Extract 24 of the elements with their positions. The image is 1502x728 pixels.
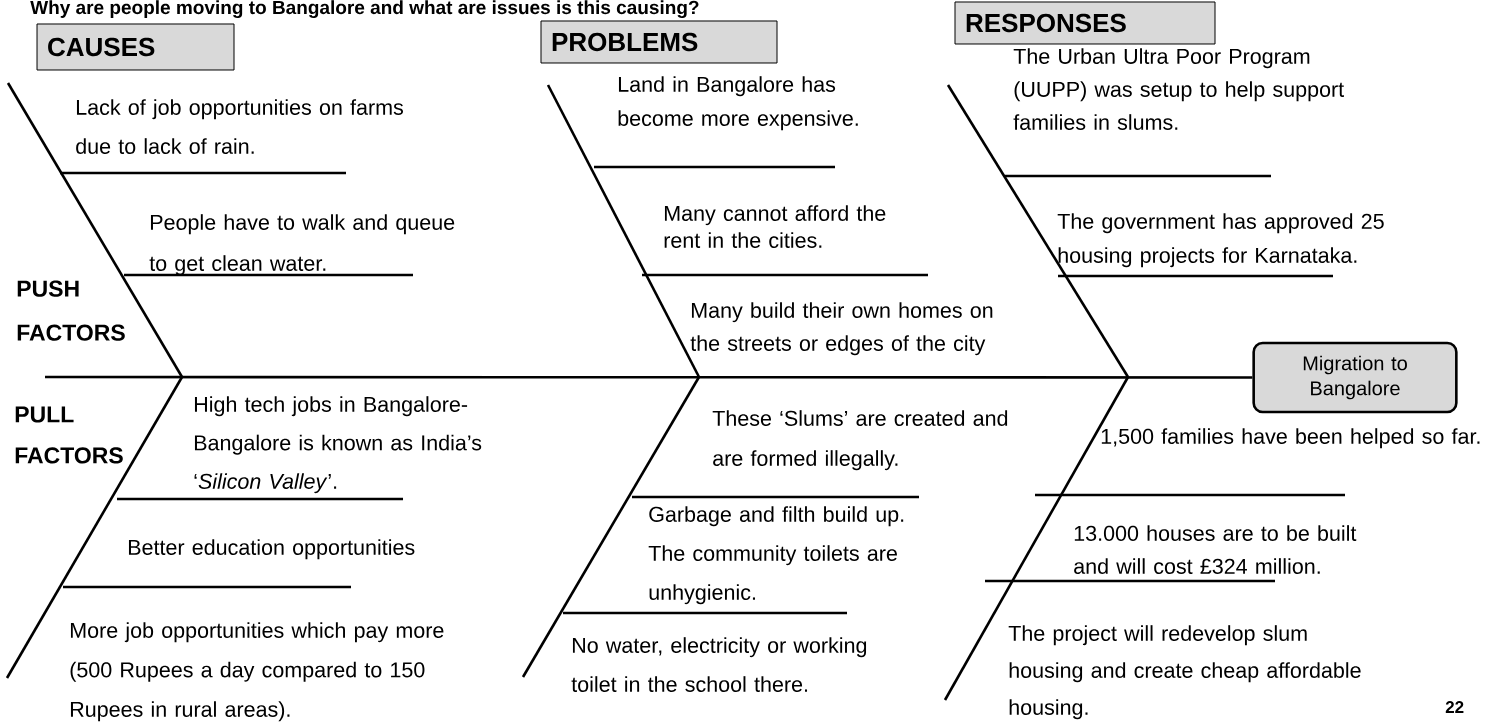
header-box: RESPONSES — [954, 1, 1216, 45]
title: Why are people moving to Bangalore and what are issues is this causing? — [30, 0, 699, 18]
bone-text: These ‘Slums’ are created and are formed illegally. — [712, 410, 1008, 471]
header-box: CAUSES — [36, 23, 235, 71]
bone-text: More job opportunities which pay more (500 Rupees a day compared to 150 Rupees in rural areas). — [70, 622, 444, 722]
side-label: PULL FACTORS — [15, 406, 123, 464]
bone-text: High tech jobs in Bangalore- Bangalore is known as India’s ‘Silicon Valley’. — [194, 396, 482, 494]
bone-text: 13.000 houses are to be built and will cost £324 million. — [1074, 525, 1357, 574]
header-box: PROBLEMS — [540, 20, 778, 64]
bone-text: No water, electricity or working toilet in the school there. — [571, 637, 867, 692]
bone-text: The government has approved 25 housing projects for Karnataka. — [1057, 213, 1384, 268]
side-label: PUSH FACTORS — [17, 280, 125, 341]
bone-text: People have to walk and queue to get clean water. — [149, 214, 455, 276]
bone-text: Many cannot afford the rent in the cities. — [664, 205, 886, 248]
bone-text: The project will redevelop slum housing and create cheap affordable housing. — [1008, 625, 1361, 720]
spine-line — [45, 375, 1253, 379]
bone-text: Land in Bangalore has become more expensive. — [618, 76, 858, 131]
page-number: 22 — [1445, 701, 1464, 713]
bone-text: Lack of job opportunities on farms due to lack of rain. — [76, 99, 403, 154]
bone-text: The Urban Ultra Poor Program (UUPP) was setup to help support families in slums. — [1013, 48, 1344, 130]
head-box: Migration to Bangalore — [1252, 341, 1458, 414]
bone-text: Better education opportunities — [128, 539, 415, 560]
bone-text: Garbage and filth build up. The community toilets are unhygienic. — [648, 506, 904, 605]
bone-text: Many build their own homes on the streets or edges of the city — [690, 302, 993, 356]
